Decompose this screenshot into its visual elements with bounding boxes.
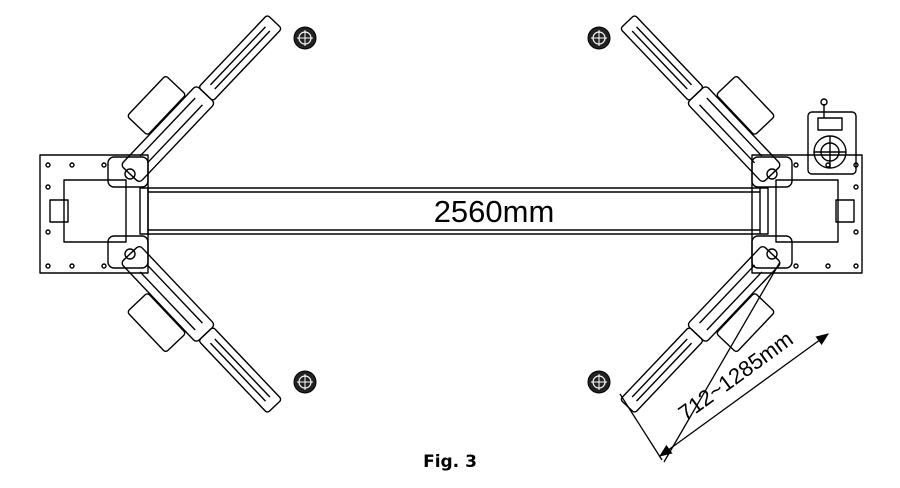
floor-plate (139, 187, 769, 235)
lift-pad-lower-left (293, 370, 317, 394)
arm-lower-left (121, 246, 282, 413)
arm-upper-right (620, 15, 781, 182)
arm-dimension (619, 261, 830, 463)
power-unit (807, 98, 857, 175)
lift-pad-upper-right (587, 26, 611, 50)
right-column-base (751, 154, 863, 274)
lift-pad-upper-left (293, 26, 317, 50)
width-dimension-label: 2560mm (434, 194, 555, 229)
lift-pad-lower-right (587, 370, 611, 394)
arm-dimension-label: 712~1285mm (674, 326, 798, 426)
figure-caption: Fig. 3 (423, 452, 477, 472)
left-column-base (39, 154, 149, 274)
arm-upper-left (121, 15, 282, 182)
